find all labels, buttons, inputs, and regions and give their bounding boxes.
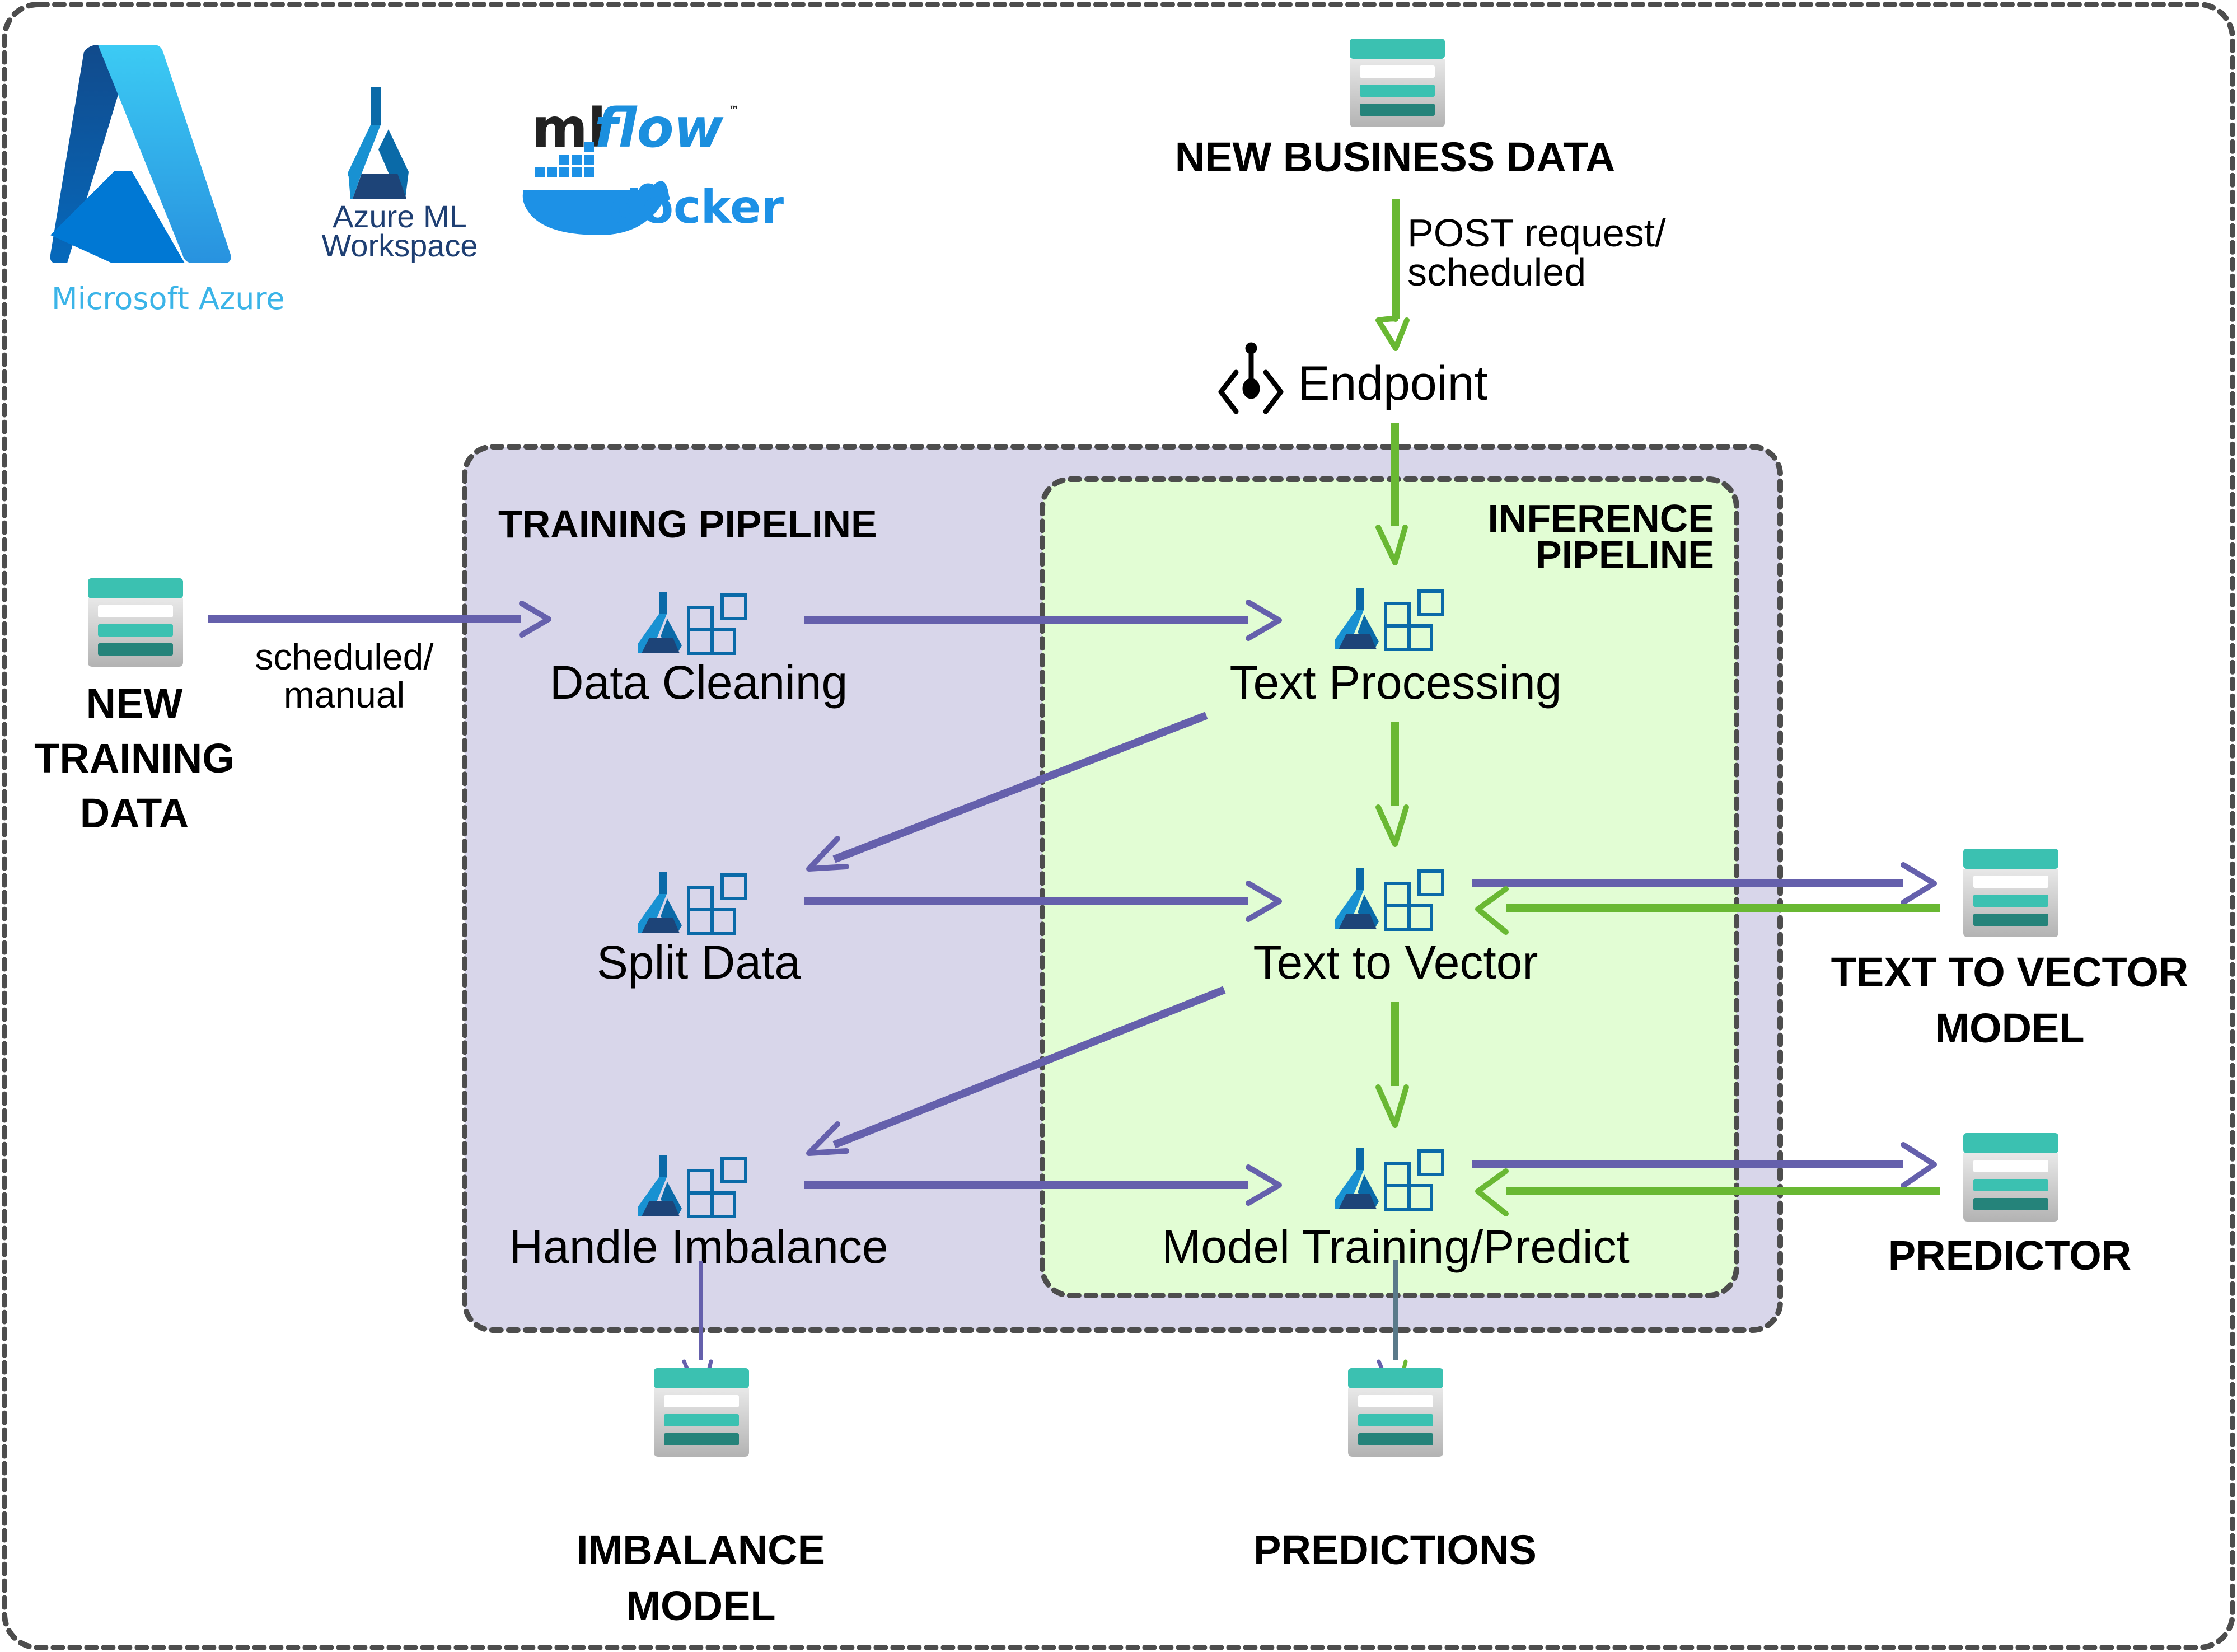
mlflow-flow-text: flow [595,97,724,160]
step-label: Text to Vector [1253,936,1538,989]
arrow-vector-to-model-training [1375,1002,1409,1128]
imbalance-model-label-line2: MODEL [626,1583,775,1629]
text-to-vector-model-node[interactable]: TEXT TO VECTOR MODEL [1831,849,2189,1051]
docker-logo: docker [522,142,784,235]
arrow-ttv-model-to-vector [1475,886,1940,935]
step-text-to-vector[interactable]: Text to Vector [1253,868,1538,989]
imbalance-model-label-line1: IMBALANCE [577,1527,825,1573]
storage-icon [1963,1133,2058,1222]
predictor-node[interactable]: PREDICTOR [1888,1133,2131,1279]
new-business-data-label: NEW BUSINESS DATA [1175,134,1616,180]
edge-label-post-line1: POST request/ [1407,211,1666,255]
inference-pipeline-title-line1: INFERENCE [1488,497,1714,540]
endpoint-label: Endpoint [1298,357,1488,410]
storage-icon [1350,39,1445,127]
microsoft-azure-label: Microsoft Azure [52,281,285,316]
predictions-label: PREDICTIONS [1253,1527,1537,1573]
azure-ml-label-line2: Workspace [321,228,478,263]
new-business-data-node[interactable]: NEW BUSINESS DATA [1175,39,1616,180]
azure-ml-label-line1: Azure ML [333,199,467,234]
arrow-predictor-to-model-training [1475,1168,1940,1216]
new-training-data-label-line3: DATA [80,790,189,836]
inference-pipeline-title-line2: PIPELINE [1536,533,1714,577]
arrow-training-data-to-cleaning [208,601,551,638]
edge-label-post-line2: scheduled [1407,250,1586,294]
new-training-data-label-line1: NEW [86,680,183,727]
docker-label: docker [609,181,784,234]
api-endpoint-icon [1218,342,1284,414]
step-label: Text Processing [1230,656,1562,709]
endpoint-node[interactable]: Endpoint [1218,342,1488,414]
arrow-vector-to-ttv-model [1472,862,1937,905]
mlflow-tm: ™ [729,104,739,116]
storage-icon [88,578,183,667]
new-training-data-label-line2: TRAINING [34,735,235,781]
new-training-data-node[interactable]: NEW TRAINING DATA [34,578,235,836]
arrow-split-to-text-to-vector [804,881,1282,922]
edge-label-scheduled-line2: manual [284,674,405,715]
arrow-imbalance-to-model-training [804,1164,1282,1206]
storage-icon [1348,1368,1443,1457]
step-label: Split Data [597,936,801,989]
microsoft-azure-logo: Microsoft Azure [50,45,285,316]
step-data-cleaning[interactable]: Data Cleaning [550,592,848,709]
azure-a-icon [50,45,231,263]
mlflow-logo: ml flow ™ [532,97,739,160]
arrow-cleaning-to-text-processing [804,600,1282,641]
text-to-vector-model-label-line2: MODEL [1935,1005,2084,1051]
edge-label-scheduled-line1: scheduled/ [255,636,434,677]
predictor-label: PREDICTOR [1888,1232,2131,1279]
arrow-model-training-to-predictor [1472,1142,1937,1188]
predictions-node[interactable]: PREDICTIONS [1253,1368,1537,1573]
arrow-text-processing-to-split [806,712,1208,872]
azure-ml-flask-icon [348,87,409,199]
imbalance-model-node[interactable]: IMBALANCE MODEL [577,1368,825,1629]
arrow-business-to-endpoint [1375,199,1410,351]
docker-whale-icon [522,142,670,235]
step-label: Data Cleaning [550,656,848,709]
training-pipeline-title: TRAINING PIPELINE [498,502,877,546]
step-text-processing[interactable]: Text Processing [1230,588,1562,709]
arrow-endpoint-to-text-processing [1375,423,1408,565]
azure-ml-workspace-logo: Azure ML Workspace [321,87,478,263]
arrow-vector-to-imbalance [806,986,1226,1156]
text-to-vector-model-label-line1: TEXT TO VECTOR [1831,949,2189,995]
step-split-data[interactable]: Split Data [597,872,801,989]
storage-icon [654,1368,749,1457]
arrow-text-processing-to-vector [1375,722,1409,847]
storage-icon [1963,849,2058,937]
